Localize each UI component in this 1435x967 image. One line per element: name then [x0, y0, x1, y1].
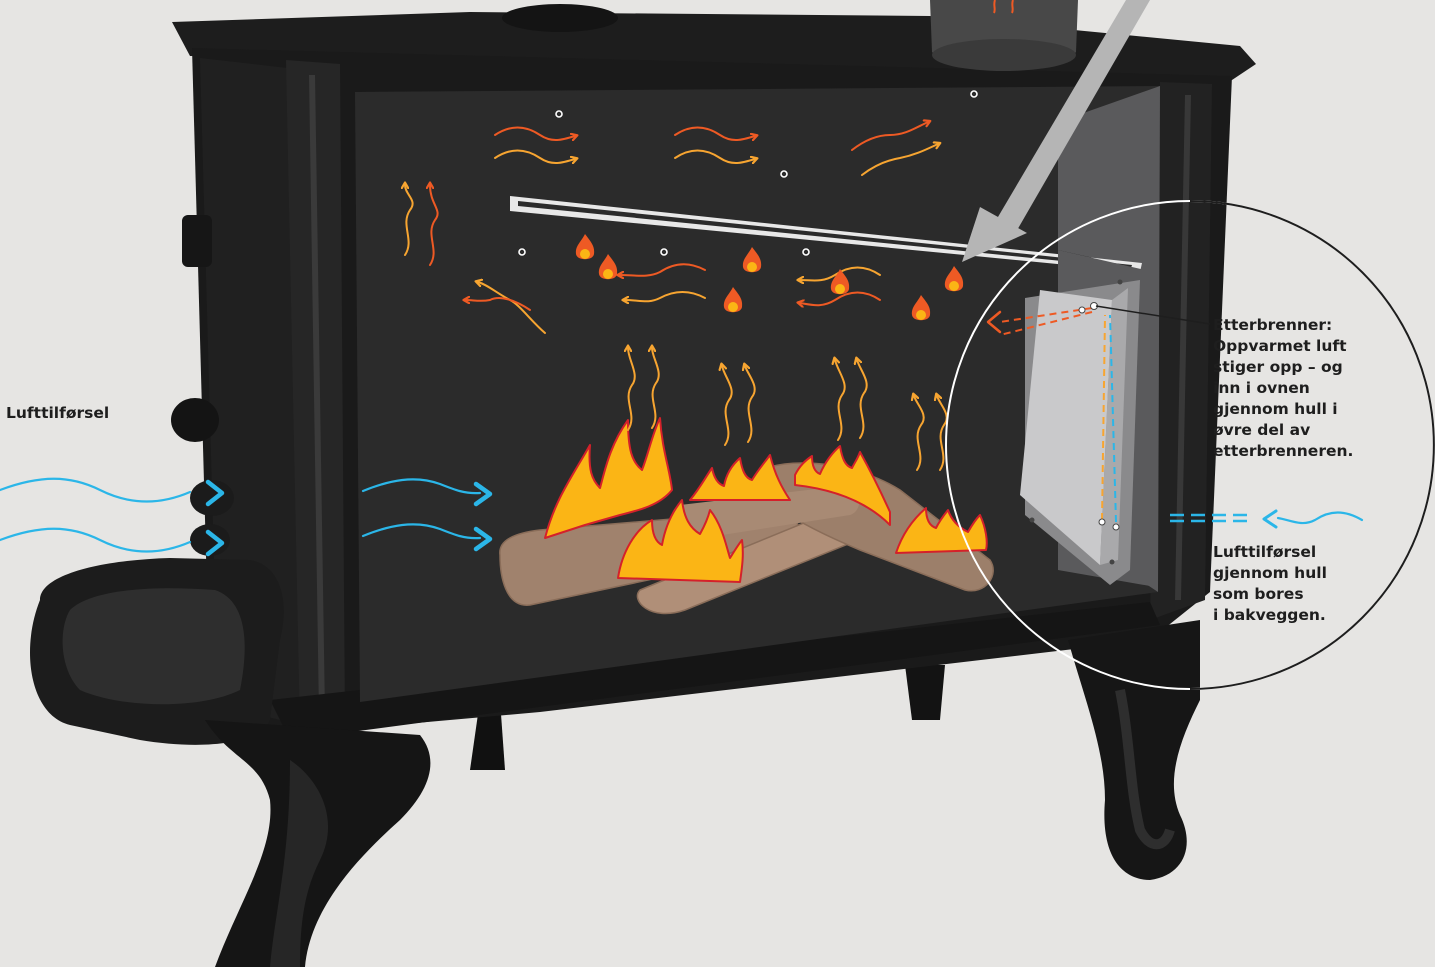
rear-air-supply-label-line: gjennom hull [1213, 563, 1327, 584]
stove-leg-front-right [1068, 620, 1200, 880]
stove-leg-back-right [905, 665, 945, 720]
afterburner-label-line: inn i ovnen [1213, 378, 1353, 399]
blue-arrow-icon [1264, 511, 1276, 527]
rear-air-supply-label: Lufttilførsel gjennom hull som bores i b… [1213, 542, 1327, 626]
afterburner-label: Etterbrenner: Oppvarmet luft stiger opp … [1213, 315, 1353, 462]
side-knob-upper [171, 398, 219, 442]
air-supply-label: Lufttilførsel [6, 403, 109, 424]
stove-top-knob [502, 4, 618, 32]
afterburner-label-line: øvre del av [1213, 420, 1353, 441]
rear-air-supply-label-line: som bores [1213, 584, 1327, 605]
afterburner-label-line: etterbrenneren. [1213, 441, 1353, 462]
afterburner-label-line: stiger opp – og [1213, 357, 1353, 378]
rear-air-supply-label-line: i bakveggen. [1213, 605, 1327, 626]
side-door-handle [182, 215, 212, 267]
air-supply-label-text: Lufttilførsel [6, 403, 109, 424]
afterburner-label-line: Etterbrenner: [1213, 315, 1353, 336]
rear-air-supply-label-line: Lufttilførsel [1213, 542, 1327, 563]
afterburner-label-line: gjennom hull i [1213, 399, 1353, 420]
afterburner-label-line: Oppvarmet luft [1213, 336, 1353, 357]
